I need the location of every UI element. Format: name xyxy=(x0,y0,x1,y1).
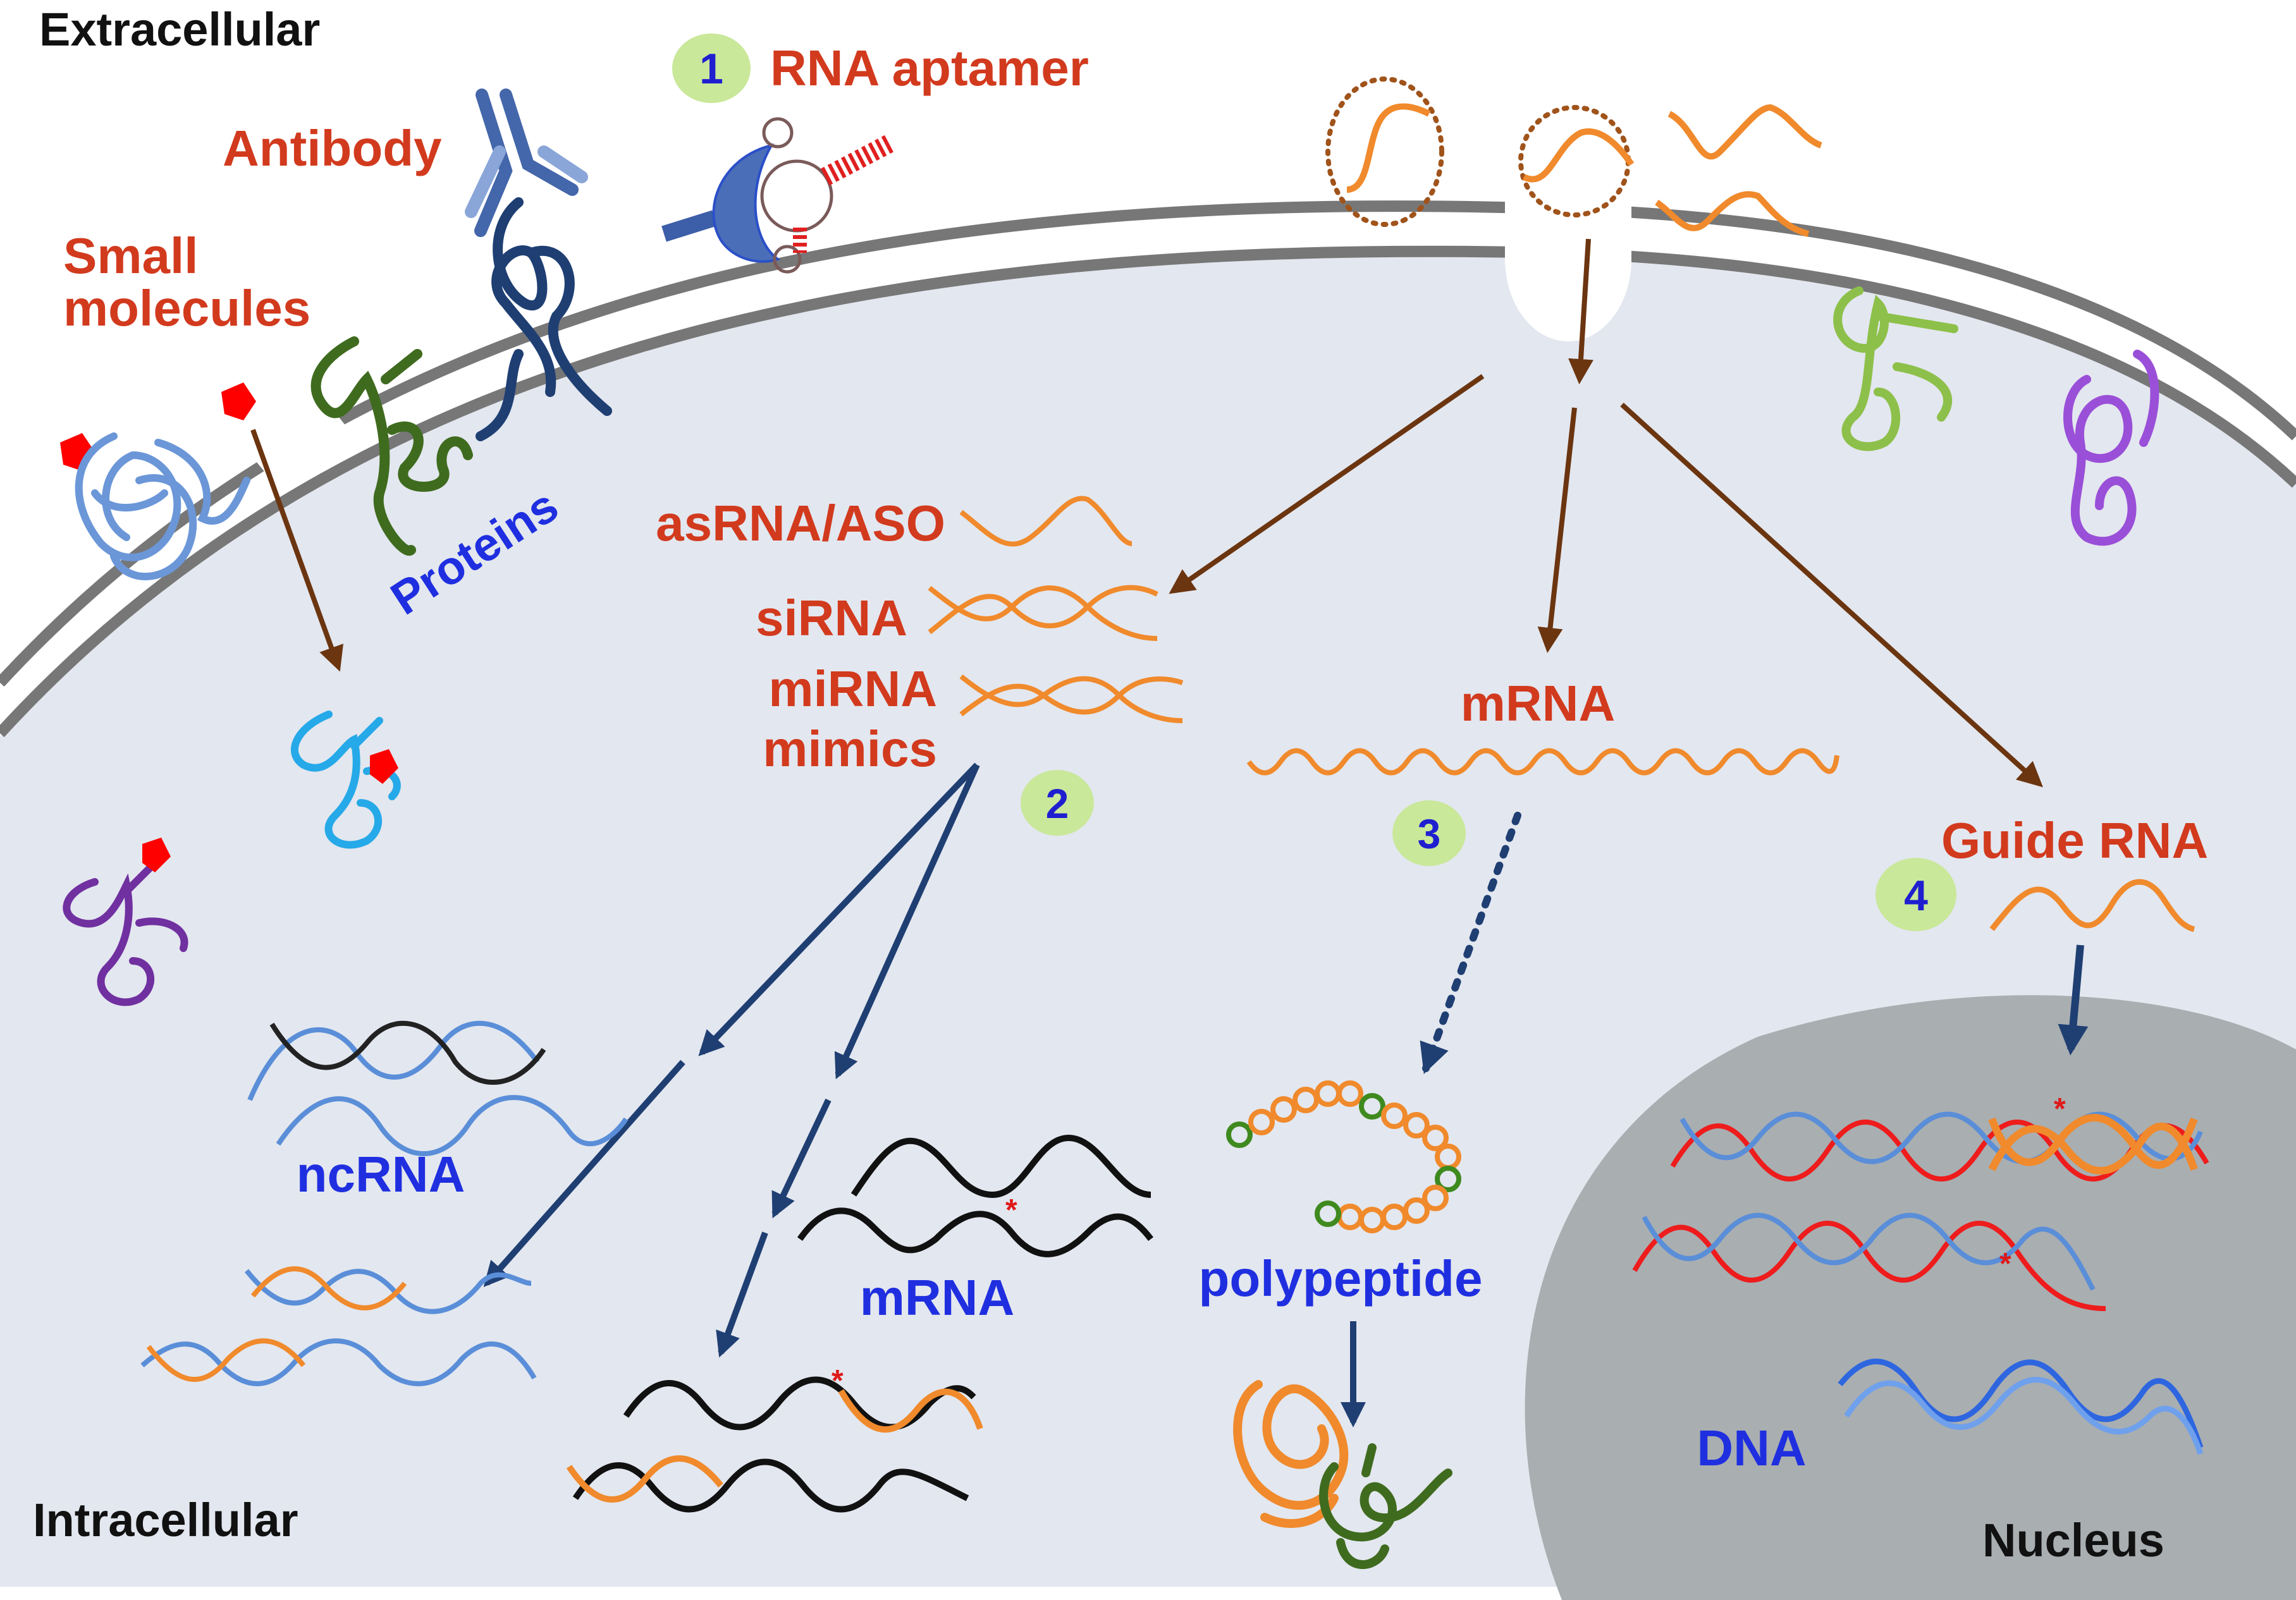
polypeptide-chain-icon xyxy=(1226,1080,1461,1233)
cell-membrane-outer xyxy=(0,200,2296,687)
rna-aptamer-label: RNA aptamer xyxy=(770,40,1089,96)
dna-label: DNA xyxy=(1697,1420,1806,1476)
membrane-protein-violet xyxy=(2063,350,2159,546)
badge-2-number: 2 xyxy=(1046,780,1069,827)
small-molecule-icon xyxy=(221,382,256,420)
guide-rna-label: Guide RNA xyxy=(1941,812,2208,869)
antibody-icon xyxy=(465,89,588,237)
rna-strand-icon xyxy=(1346,103,1431,193)
small-molecule-icon xyxy=(142,838,171,872)
badge-4-number: 4 xyxy=(1904,872,1928,920)
membrane-protein-lightblue xyxy=(75,432,250,580)
oligo-target-arrows xyxy=(483,762,980,1358)
badge-2 xyxy=(1021,770,1094,836)
badge-3-number: 3 xyxy=(1418,810,1441,857)
mrna-oligo-complex-icon xyxy=(566,1376,983,1513)
membrane-protein-green xyxy=(310,336,473,556)
sirna-duplex-icon xyxy=(928,585,1158,641)
oligo-label-asrna-aso: asRNA/ASO xyxy=(656,495,945,551)
dna-guide-complex-icon xyxy=(1670,1111,2209,1182)
mutation-star-icon: * xyxy=(2054,1092,2066,1126)
target-protein-purple xyxy=(63,862,188,1006)
extracellular-label: Extracellular xyxy=(39,3,320,56)
arrow-to-mrna xyxy=(1537,407,1577,653)
rna-strand-icon xyxy=(1655,191,1810,237)
mutation-star-icon: * xyxy=(832,1364,844,1398)
rna-nanoparticle-group xyxy=(1325,76,1822,237)
ncrna-oligo-complex-icon xyxy=(140,1266,537,1386)
mrna-target-label: mRNA xyxy=(860,1269,1014,1326)
dna-mutated-icon xyxy=(1632,1212,2106,1311)
arrow-to-mrna-1 xyxy=(834,763,980,1080)
asrna-strand-icon xyxy=(959,496,1133,547)
oligo-label-mimics: mimics xyxy=(763,721,937,777)
arrow-to-mrna-3 xyxy=(716,1231,768,1358)
arrow-small-molecule-entry xyxy=(250,429,343,672)
cell-membrane-inner xyxy=(0,245,2296,738)
arrow-to-guide-rna xyxy=(1620,403,2043,788)
aptamer-icon xyxy=(661,117,896,274)
membrane-protein-navy xyxy=(476,197,612,441)
nanoparticle-dotted xyxy=(1325,76,1444,227)
rna-aptamer-group: 1 RNA aptamer xyxy=(661,34,1089,274)
intracellular-label: Intracellular xyxy=(33,1494,298,1546)
small-molecule-icon xyxy=(370,749,398,784)
mrna-target-icon xyxy=(797,1134,1153,1257)
mrna-therapeutic-label: mRNA xyxy=(1461,675,1615,731)
antibody-label: Antibody xyxy=(223,120,442,176)
badge-3 xyxy=(1392,800,1466,866)
mutation-star-icon: * xyxy=(1005,1194,1017,1227)
arrow-to-oligos xyxy=(1169,374,1485,594)
small-molecules-label-line1: Small xyxy=(63,228,198,284)
membrane-gap-left xyxy=(240,405,354,480)
ncrna-label: ncRNA xyxy=(297,1146,465,1202)
dna-double-helix-icon xyxy=(1838,1359,2204,1455)
oligo-label-mirna: miRNA xyxy=(768,661,937,717)
badge-4 xyxy=(1875,858,1956,931)
arrow-translation-dotted xyxy=(1420,812,1521,1075)
membrane-protein-lightgreen xyxy=(1833,286,1958,451)
mrna-strand-icon xyxy=(1246,748,1839,776)
arrow-to-ncrna-1 xyxy=(698,762,979,1056)
oligo-label-sirna: siRNA xyxy=(756,590,907,646)
guide-rna-strand-icon xyxy=(1989,879,2195,932)
folded-protein-icon xyxy=(1233,1380,1452,1569)
mutation-star-icon: * xyxy=(1999,1247,2011,1281)
polypeptide-label: polypeptide xyxy=(1199,1250,1483,1307)
nucleus xyxy=(1525,995,2296,1600)
rna-strand-icon xyxy=(1667,104,1822,160)
rna-strand-icon xyxy=(1522,128,1635,183)
arrow-entry-down xyxy=(1568,238,1593,384)
arrow-to-mrna-2 xyxy=(771,1098,832,1219)
badge-1 xyxy=(672,34,751,103)
arrow-to-nucleus xyxy=(2058,944,2089,1056)
small-molecules-label-line2: molecules xyxy=(63,280,310,336)
nucleus-label: Nucleus xyxy=(1982,1514,2164,1566)
arrow-to-ncrna-2 xyxy=(483,1060,685,1287)
mirna-duplex-icon xyxy=(959,674,1184,723)
ncrna-duplex-icon xyxy=(247,1020,629,1156)
badge-1-number: 1 xyxy=(699,45,723,93)
